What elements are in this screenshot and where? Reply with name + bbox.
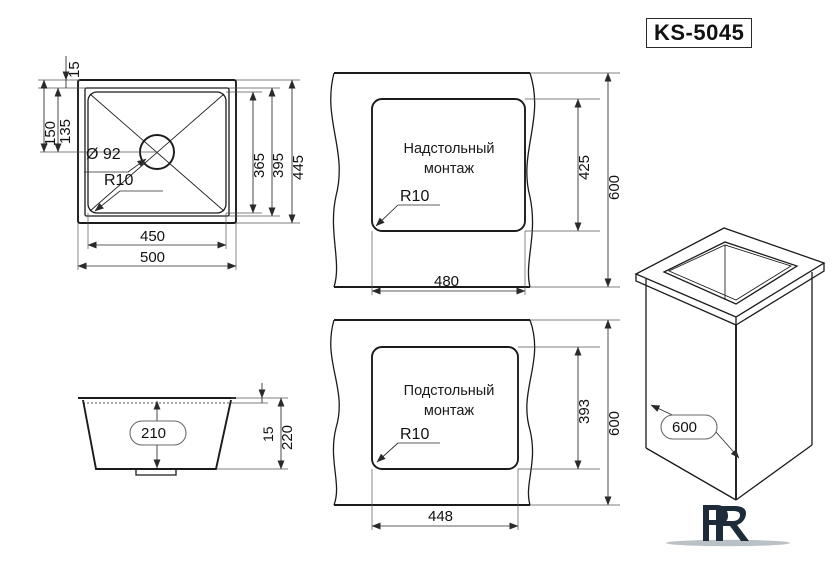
dim-overmount-corner-radius: R10: [400, 188, 430, 205]
dim-section-rim-thickness: 15: [260, 426, 276, 442]
dim-plan-bowl-width: 450: [140, 228, 166, 245]
section-view-geometry: [78, 383, 288, 476]
dim-plan-corner-radius: R10: [104, 172, 134, 189]
dim-plan-bowl-inner-depth: 365: [251, 152, 268, 178]
dim-iso-cabinet-width: 600: [672, 419, 698, 436]
plan-view-geometry: [38, 56, 300, 270]
dim-section-overall-height: 220: [279, 424, 296, 450]
dim-undermount-cutout-height: 393: [576, 398, 593, 424]
undermount-label-line2: монтаж: [423, 402, 475, 419]
dim-plan-bowl-outer-depth: 395: [270, 152, 287, 178]
dim-section-bowl-depth: 210: [141, 425, 167, 442]
overmount-label: Надстольный монтаж: [388, 140, 510, 179]
undermount-label-line1: Подстольный: [403, 383, 495, 399]
overmount-view-geometry: [330, 72, 620, 295]
dim-undermount-cutout-width: 448: [428, 508, 454, 525]
dim-plan-overall-depth: 445: [290, 154, 307, 180]
dim-plan-drain-from-rim: 135: [57, 118, 74, 144]
cabinet-width-callout-pill: [660, 414, 718, 440]
dim-overmount-cutout-width: 480: [434, 273, 460, 290]
undermount-view-geometry: [330, 319, 620, 530]
overmount-label-line2: монтаж: [423, 160, 475, 177]
depth-callout-pill: [129, 420, 187, 446]
dim-undermount-cabinet-width: 600: [606, 410, 623, 436]
undermount-label: Подстольный монтаж: [388, 382, 510, 421]
dim-plan-rim-offset: 15: [66, 61, 83, 78]
brand-logo-mark: [666, 505, 790, 547]
dim-undermount-corner-radius: R10: [400, 426, 430, 443]
dim-plan-overall-width: 500: [140, 249, 166, 266]
isometric-view-geometry: [634, 227, 826, 501]
overmount-label-line1: Надстольный: [403, 141, 495, 157]
dim-drain-diameter: Ø 92: [86, 146, 121, 163]
dim-overmount-cabinet-width: 600: [606, 174, 623, 200]
dim-overmount-cutout-height: 425: [576, 154, 593, 180]
model-title-box: KS-5045: [646, 18, 753, 49]
